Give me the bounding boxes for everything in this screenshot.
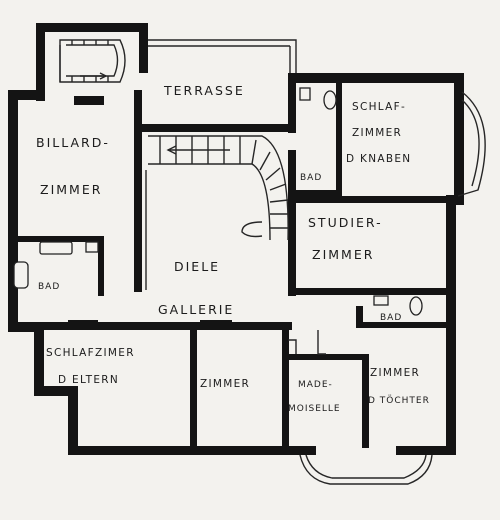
outer-walls — [8, 73, 464, 455]
label-schlaf-knaben-2: ZIMMER — [352, 127, 402, 139]
bay-window-top — [457, 91, 486, 197]
bay-window-bottom — [299, 454, 433, 485]
label-studier-1: STUDIER- — [308, 215, 383, 230]
terrace — [148, 39, 297, 74]
label-schlaf-eltern-1: SCHLAFZIMER — [46, 347, 135, 359]
label-diele: DIELE — [174, 259, 220, 274]
label-gallerie: GALLERIE — [158, 302, 234, 317]
label-schlaf-knaben-1: SCHLAF- — [352, 101, 406, 113]
label-bad-top: BAD — [300, 173, 322, 183]
label-mademoiselle-2: MOISELLE — [288, 404, 341, 414]
interior-walls — [10, 73, 452, 448]
label-bad-right: BAD — [380, 313, 402, 323]
label-bad-left: BAD — [38, 282, 60, 292]
label-billard-2: ZIMMER — [40, 182, 102, 197]
fixtures — [13, 87, 423, 355]
label-schlaf-eltern-2: D ELTERN — [58, 374, 119, 386]
label-zimmer-tochter-2: D TÖCHTER — [368, 395, 430, 406]
label-billard-1: BILLARD- — [36, 135, 110, 150]
stair-tower — [36, 23, 148, 105]
label-schlaf-knaben-3: D KNABEN — [346, 153, 411, 165]
label-mademoiselle-1: MADE- — [298, 380, 333, 390]
main-staircase — [145, 135, 289, 290]
label-studier-2: ZIMMER — [312, 247, 374, 262]
label-zimmer-mid: ZIMMER — [200, 378, 250, 390]
label-terrasse: TERRASSE — [163, 83, 245, 98]
label-zimmer-tochter-1: ZIMMER — [370, 367, 420, 379]
